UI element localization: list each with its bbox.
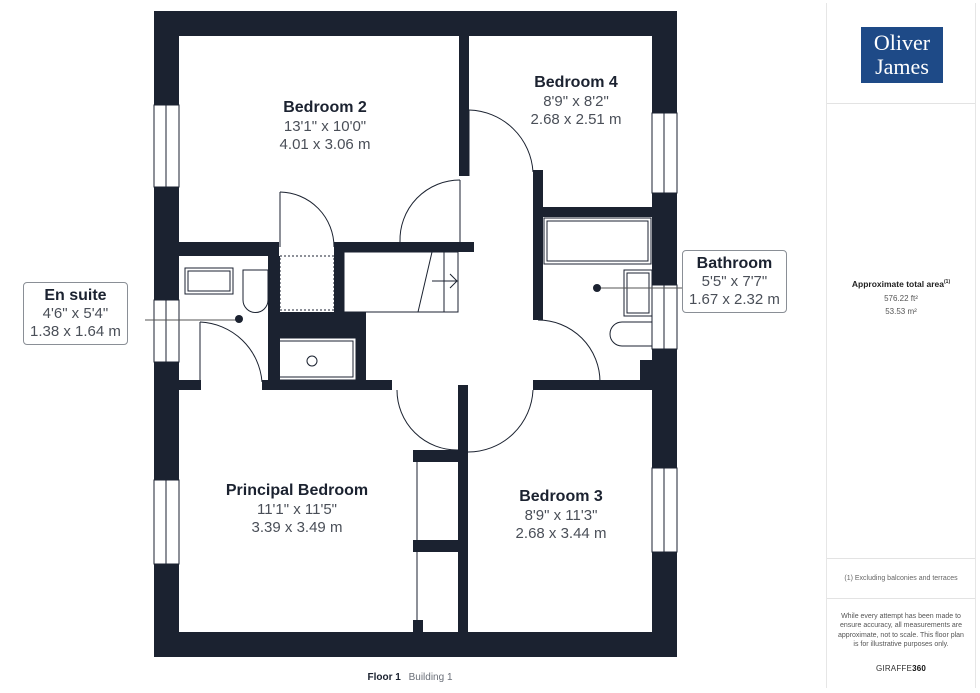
divider — [827, 558, 975, 559]
room-imperial: 13'1" x 10'0" — [283, 117, 367, 135]
floor-caption: Floor 1 Building 1 — [0, 672, 820, 683]
area-title: Approximate total area(1) — [827, 279, 975, 289]
callout-bathroom: Bathroom 5'5" x 7'7" 1.67 x 2.32 m — [682, 250, 787, 314]
room-metric: 2.68 x 3.44 m — [515, 524, 607, 542]
callout-en-suite: En suite 4'6" x 5'4" 1.38 x 1.64 m — [23, 282, 128, 346]
giraffe360-credit: GIRAFFE360 — [827, 664, 975, 673]
disclaimer: While every attempt has been made to ens… — [838, 613, 964, 649]
credit-suffix: 360 — [912, 664, 927, 673]
room-name: Bathroom — [696, 255, 773, 272]
room-name: En suite — [44, 287, 107, 304]
en-suite-marker-icon — [235, 315, 243, 323]
area-title-text: Approximate total area — [851, 279, 944, 289]
oliver-james-logo: Oliver James — [861, 27, 943, 83]
credit-prefix: GIRAFFE — [875, 664, 913, 673]
floor-label: Floor 1 — [367, 672, 401, 683]
room-imperial: 5'5" x 7'7" — [701, 273, 768, 291]
area-title-footnote: (1) — [944, 279, 951, 286]
room-metric: 3.39 x 3.49 m — [251, 518, 343, 536]
room-imperial: 4'6" x 5'4" — [42, 305, 109, 323]
room-name: Bedroom 4 — [534, 74, 618, 91]
room-imperial: 11'1" x 11'5" — [256, 500, 338, 518]
room-bedroom-3: Bedroom 3 8'9" x 11'3" 2.68 x 3.44 m — [516, 487, 607, 543]
area-sqft: 576.22 ft² — [884, 294, 918, 303]
bathroom-marker-icon — [593, 284, 601, 292]
info-panel: Oliver James Approximate total area(1) 5… — [826, 3, 976, 688]
logo-line-1: Oliver — [873, 30, 931, 55]
area-sqm: 53.53 m² — [885, 307, 917, 316]
floor-plan-drawing — [145, 11, 682, 657]
exclusion-note: (1) Excluding balconies and terraces — [844, 575, 958, 582]
logo-section: Oliver James — [827, 3, 975, 104]
divider — [827, 598, 975, 599]
room-metric: 1.38 x 1.64 m — [30, 323, 121, 341]
room-name: Bedroom 2 — [283, 99, 367, 116]
room-metric: 4.01 x 3.06 m — [279, 135, 371, 153]
room-name: Bedroom 3 — [519, 488, 603, 505]
room-imperial: 8'9" x 11'3" — [524, 506, 598, 524]
room-imperial: 8'9" x 8'2" — [543, 92, 609, 110]
room-name: Principal Bedroom — [225, 482, 369, 499]
room-metric: 2.68 x 2.51 m — [530, 110, 622, 128]
floor-plan: Bedroom 2 13'1" x 10'0" 4.01 x 3.06 m Be… — [0, 11, 820, 683]
room-principal-bedroom: Principal Bedroom 11'1" x 11'5" 3.39 x 3… — [226, 481, 368, 537]
room-metric: 1.67 x 2.32 m — [689, 291, 780, 309]
building-label: Building 1 — [408, 672, 453, 683]
room-bedroom-2: Bedroom 2 13'1" x 10'0" 4.01 x 3.06 m — [280, 98, 371, 154]
room-bedroom-4: Bedroom 4 8'9" x 8'2" 2.68 x 2.51 m — [531, 73, 622, 129]
logo-line-2: James — [875, 54, 929, 79]
